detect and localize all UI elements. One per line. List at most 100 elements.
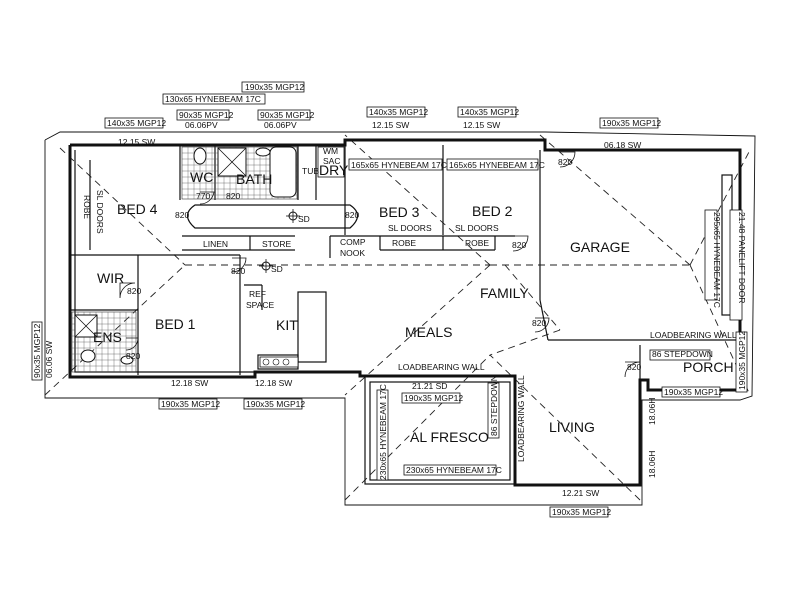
- beam-label: 18.06H: [647, 451, 657, 478]
- beam-label: LOADBEARING WALL: [516, 375, 526, 462]
- beam-label: 12.15 SW: [372, 120, 409, 130]
- door-size: 820: [126, 351, 140, 361]
- beam-label: 18.06H: [647, 398, 657, 425]
- linen-label: LINEN: [203, 239, 228, 249]
- alfresco-inner: [369, 381, 511, 481]
- beam-label: 190x35 MGP12: [404, 393, 463, 403]
- comp-nook-label: NOOK: [340, 248, 365, 258]
- beam-label: 12.18 SW: [255, 378, 292, 388]
- beam-label: 165x65 HYNEBEAM 17C: [351, 160, 447, 170]
- beam-label: 12.21 SW: [562, 488, 599, 498]
- toilet-icon: [80, 349, 96, 363]
- door-size: 820: [512, 240, 526, 250]
- beam-label: LOADBEARING WALL: [650, 330, 737, 340]
- ens-tiles: [71, 311, 137, 373]
- comp-nook-label: COMP: [340, 237, 366, 247]
- beam-label: 190x35 MGP12: [245, 82, 304, 92]
- room-label-wir: WIR: [97, 270, 124, 286]
- shower-icon: [217, 147, 247, 177]
- door-size: 820: [231, 266, 245, 276]
- room-label-bed1: BED 1: [155, 316, 196, 332]
- exterior-wall: [68, 138, 742, 487]
- beam-label: 12.18 SW: [171, 378, 208, 388]
- beam-label: 90x35 MGP12: [179, 110, 234, 120]
- door-size: 820: [127, 286, 141, 296]
- beam-label: 21.48 PANELIFT DOOR: [737, 212, 747, 303]
- beam-label: 90x35 MGP12: [260, 110, 315, 120]
- robe-label: ROBE: [82, 195, 92, 219]
- beam-label: 86 STEPDOWN: [489, 375, 499, 436]
- sac-label: SAC: [323, 156, 340, 166]
- room-label-garage: GARAGE: [570, 239, 630, 255]
- room-label-bath: BATH: [236, 171, 272, 187]
- beam-label: 140x35 MGP12: [107, 118, 166, 128]
- shower-icon: [74, 314, 98, 338]
- room-label-bed4: BED 4: [117, 201, 158, 217]
- beam-label: 06.18 SW: [604, 140, 641, 150]
- beam-label: 190x35 MGP12: [552, 507, 611, 517]
- beam-label: 190x35 MGP12: [664, 387, 723, 397]
- room-label-wc: WC: [190, 169, 213, 185]
- room-label-bed3: BED 3: [379, 204, 420, 220]
- tub-label: TUB: [302, 166, 319, 176]
- room-label-ens: ENS: [93, 329, 122, 345]
- beam-label: 06.06PV: [264, 120, 297, 130]
- roof-outline: [44, 131, 756, 506]
- store-label: STORE: [262, 239, 291, 249]
- beam-label: 230x65 HYNEBEAM 17C: [378, 384, 388, 480]
- room-label-al-fresco: AL FRESCO: [410, 429, 489, 445]
- door-size: 820: [345, 210, 359, 220]
- robe-label: ROBE: [392, 238, 416, 248]
- ref-space-label: REF: [249, 289, 266, 299]
- room-label-family: FAMILY: [480, 285, 529, 301]
- beam-label: 190x35 MGP12: [161, 399, 220, 409]
- room-label-meals: MEALS: [405, 324, 452, 340]
- beam-label: 130x65 HYNEBEAM 17C: [165, 94, 261, 104]
- door-size: 820: [175, 210, 189, 220]
- laundry-tub-icon: [317, 146, 345, 178]
- robe-label: ROBE: [465, 238, 489, 248]
- ref-space-label: SPACE: [246, 300, 275, 310]
- bathtub-icon: [269, 146, 297, 198]
- sd-label: SD: [298, 214, 310, 224]
- wm-label: WM: [323, 146, 338, 156]
- beam-label: 190x35 MGP12: [602, 118, 661, 128]
- room-label-dry: DRY: [319, 162, 349, 178]
- basin-icon: [120, 355, 134, 365]
- beam-label: 140x35 MGP12: [460, 107, 519, 117]
- door-size: 820: [226, 191, 240, 201]
- cooktop-icon: [259, 356, 299, 368]
- beam-label: 190x35 MGP12: [246, 399, 305, 409]
- beam-label: 12.15 SW: [118, 137, 155, 147]
- room-label-living: LIVING: [549, 419, 595, 435]
- smoke-detector-icon: [259, 259, 273, 273]
- sl-doors-label: SL DOORS: [455, 223, 499, 233]
- beam-label-boxes: [31, 81, 748, 518]
- roof-hip-lines: [44, 134, 751, 501]
- beam-label: 90x35 MGP12: [32, 323, 42, 378]
- room-label-kit: KIT: [276, 317, 298, 333]
- door-swings: [119, 151, 641, 378]
- sl-doors-label: SL DOORS: [95, 190, 105, 234]
- smoke-detector-icon: [286, 209, 300, 223]
- beam-label: 06.06PV: [185, 120, 218, 130]
- door-size: 820: [532, 318, 546, 328]
- door-size: 820: [558, 157, 572, 167]
- door-size: 820: [627, 362, 641, 372]
- beam-label: 230x65 HYNEBEAM 17C: [406, 465, 502, 475]
- beam-label: 06.06 SW: [44, 341, 54, 378]
- sl-doors-label: SL DOORS: [388, 223, 432, 233]
- room-label-porch: PORCH: [683, 359, 734, 375]
- interior-walls: [70, 145, 740, 380]
- door-size: 770: [196, 191, 210, 201]
- beam-label: LOADBEARING WALL: [398, 362, 485, 372]
- room-label-bed2: BED 2: [472, 203, 513, 219]
- toilet-icon: [193, 147, 207, 165]
- beam-label: 12.15 SW: [463, 120, 500, 130]
- hallway-outline: [186, 204, 359, 229]
- alfresco-outline: [364, 375, 516, 485]
- beam-label: 295x65 HYNEBEAM 17C: [712, 212, 722, 308]
- beam-label: 165x65 HYNEBEAM 17C: [449, 160, 545, 170]
- basin-icon: [255, 147, 271, 157]
